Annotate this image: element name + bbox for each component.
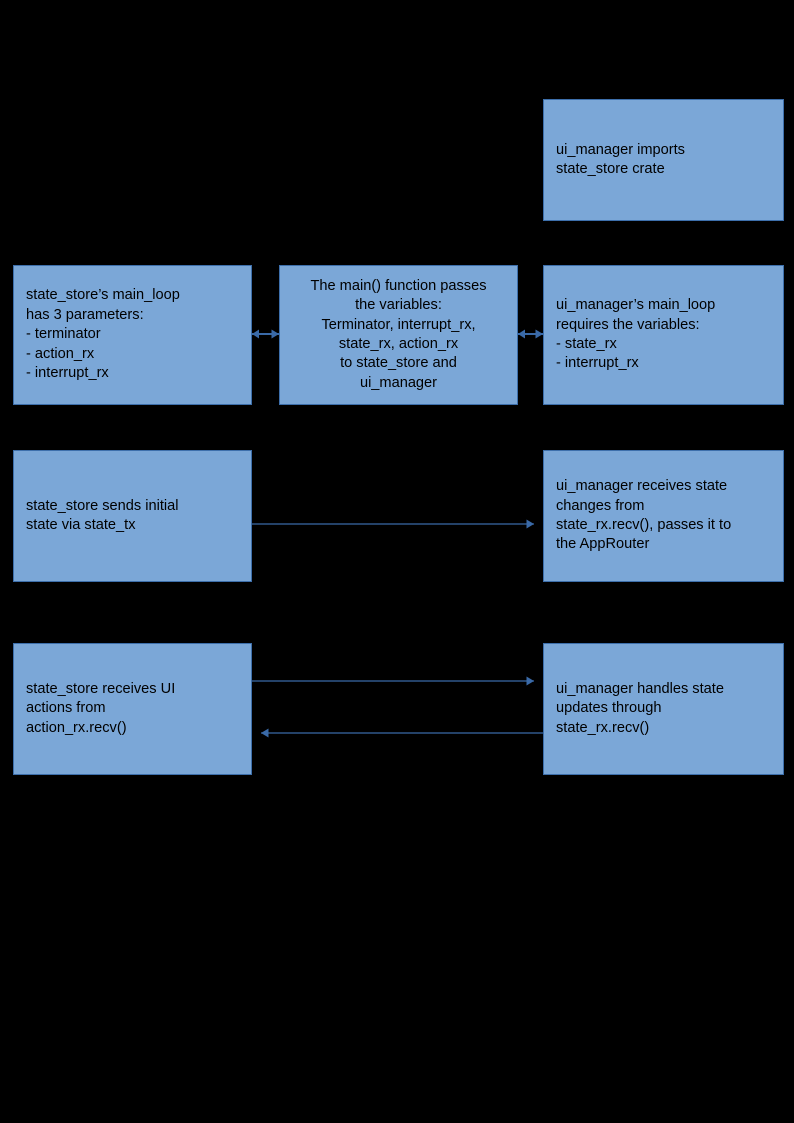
node-state-store-main-loop[interactable]: state_store’s main_loop has 3 parameters…	[13, 265, 252, 405]
node-state-store-receives-ui-label: state_store receives UI actions from act…	[26, 680, 176, 736]
node-ui-manager-imports-label: ui_manager imports state_store crate	[556, 141, 685, 177]
node-state-store-receives-ui[interactable]: state_store receives UI actions from act…	[13, 643, 252, 775]
node-ui-manager-receives-state-label: ui_manager receives state changes from s…	[556, 478, 732, 553]
node-main-function-passes[interactable]: The main() function passes the variables…	[279, 265, 518, 405]
node-state-store-sends-initial-label: state_store sends initial state via stat…	[26, 497, 179, 533]
node-ui-manager-handles-state[interactable]: ui_manager handles state updates through…	[543, 643, 784, 775]
node-ui-manager-handles-state-label: ui_manager handles state updates through…	[556, 680, 724, 736]
node-ui-manager-imports[interactable]: ui_manager imports state_store crate	[543, 99, 784, 221]
node-ui-manager-main-loop-label: ui_manager’s main_loop requires the vari…	[556, 297, 716, 372]
node-state-store-main-loop-label: state_store’s main_loop has 3 parameters…	[26, 287, 180, 382]
node-state-store-sends-initial[interactable]: state_store sends initial state via stat…	[13, 450, 252, 582]
node-main-function-passes-label: The main() function passes the variables…	[310, 277, 487, 391]
node-ui-manager-main-loop[interactable]: ui_manager’s main_loop requires the vari…	[543, 265, 784, 405]
node-ui-manager-receives-state[interactable]: ui_manager receives state changes from s…	[543, 450, 784, 582]
